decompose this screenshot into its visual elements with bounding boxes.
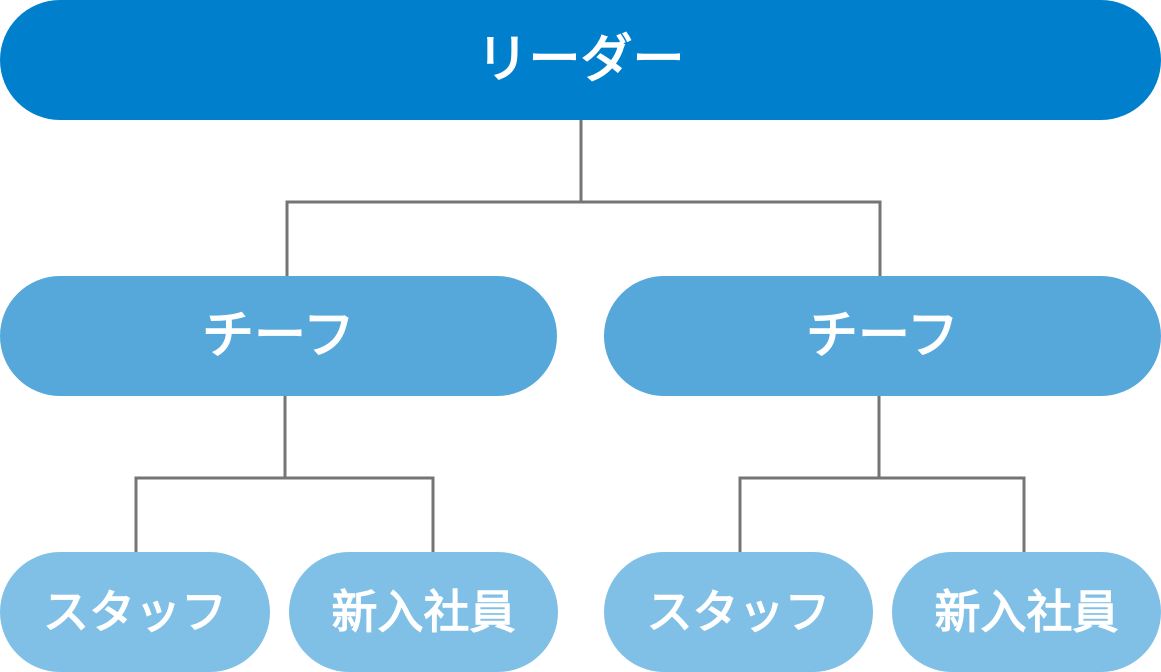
staff-node-right: スタッフ [604,552,873,672]
new-hire-node-left: 新入社員 [289,552,558,672]
staff-left-label: スタッフ [43,585,227,639]
leader-node: リーダー [0,0,1161,120]
new-hire-left-label: 新入社員 [331,585,516,639]
staff-right-label: スタッフ [646,585,831,639]
chief-left-label: チーフ [202,306,355,366]
chief-right-label: チーフ [806,306,959,366]
new-hire-right-label: 新入社員 [934,585,1119,639]
chief-node-right: チーフ [604,276,1161,396]
new-hire-node-right: 新入社員 [892,552,1161,672]
leader-label: リーダー [476,30,685,90]
chief-node-left: チーフ [0,276,557,396]
staff-node-left: スタッフ [0,552,270,672]
